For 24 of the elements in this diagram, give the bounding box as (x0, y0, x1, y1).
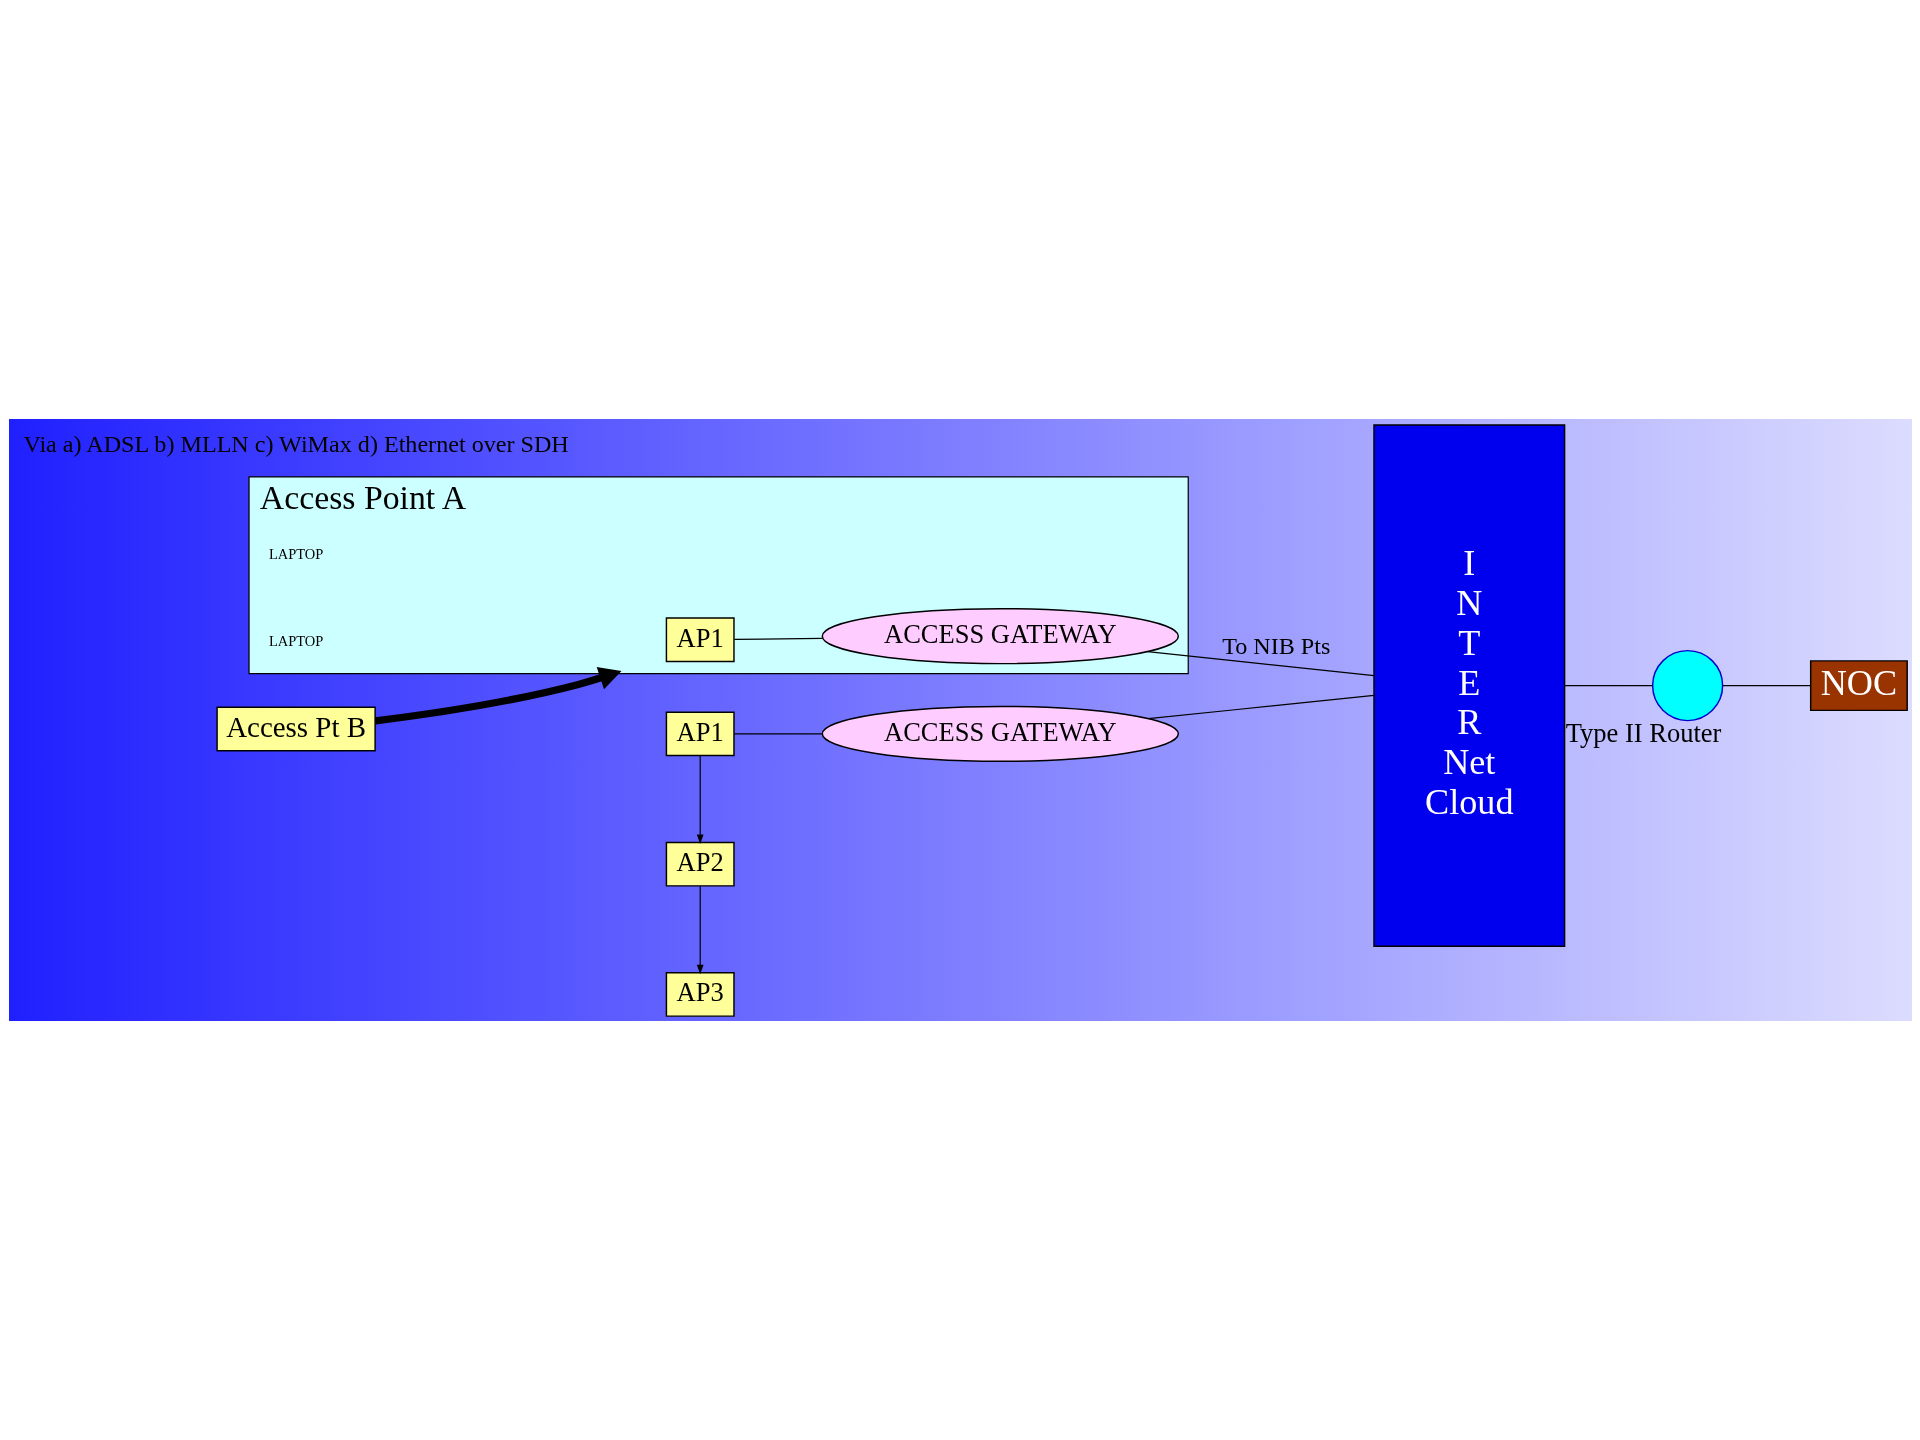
label: LAPTOP (268, 546, 323, 563)
label: LAPTOP (268, 632, 323, 649)
node-box: AP2 (665, 841, 735, 887)
edge-label: To NIB Pts (1221, 633, 1330, 660)
node-ellipse: ACCESS GATEWAY (821, 608, 1179, 665)
node-label: Type II Router (1565, 717, 1721, 748)
connector (1563, 685, 1653, 687)
connector (733, 733, 823, 735)
node-box: NOC (1809, 660, 1908, 712)
arrow (696, 885, 704, 975)
connector (1147, 694, 1375, 720)
node-box: AP1 (665, 617, 735, 663)
connector (1721, 685, 1811, 687)
arrow (374, 667, 621, 725)
node-box: Access Pt B (215, 706, 376, 752)
node-ellipse: ACCESS GATEWAY (821, 705, 1179, 763)
node-box: AP3 (665, 972, 735, 1017)
label: Via a) ADSL b) MLLN c) WiMax d) Ethernet over SDH (22, 430, 569, 457)
connector (733, 637, 823, 640)
node-circle (1651, 649, 1723, 722)
node-box: I N T E R Net Cloud (1372, 424, 1565, 947)
arrow (696, 755, 704, 845)
node-box: AP1 (665, 711, 735, 757)
connector (1146, 651, 1375, 677)
